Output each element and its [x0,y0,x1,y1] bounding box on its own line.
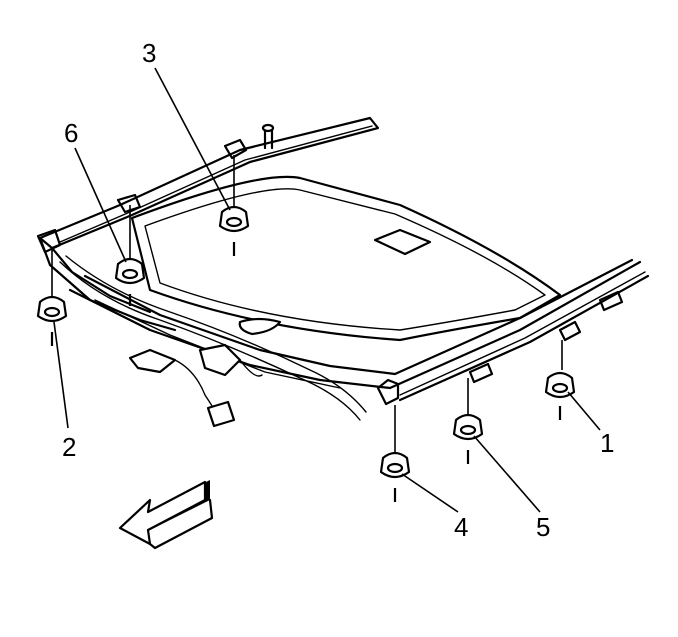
nut-icon-2 [36,248,68,346]
callout-4: 4 [454,512,468,542]
nut-icon-3 [218,155,250,256]
callout-2: 2 [62,432,76,462]
sunroof-frame [36,116,650,428]
front-direction-arrow-icon [118,480,214,550]
nut-icon-4 [379,405,411,502]
callout-leaders [53,67,601,513]
callout-3: 3 [142,38,156,68]
nut-icon-1 [544,340,576,420]
callout-6: 6 [64,118,78,148]
callout-1: 1 [600,428,614,458]
callout-5: 5 [536,512,550,542]
nut-icon-6 [114,205,146,306]
nut-icon-5 [452,378,484,464]
